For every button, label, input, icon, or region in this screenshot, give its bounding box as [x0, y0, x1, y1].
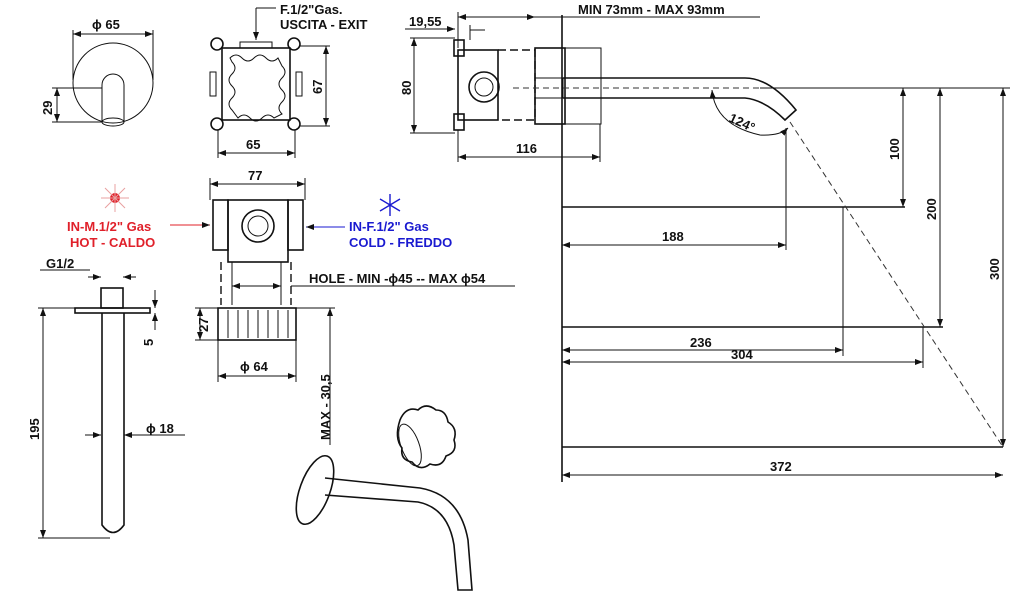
dim-77-label: 77	[248, 168, 262, 183]
hot-inlet-line2: HOT - CALDO	[70, 235, 155, 250]
dim-5-label: 5	[141, 339, 156, 346]
dim-phi64-label: ϕ 64	[240, 359, 269, 374]
hot-sun-icon	[101, 184, 129, 212]
angle-label: 124°	[727, 110, 758, 135]
rosette-front-view: ϕ 65 29	[40, 17, 154, 127]
dim-phi65-label: ϕ 65	[92, 17, 120, 32]
isometric-spout-illustration	[295, 405, 473, 591]
dim-200-label: 200	[924, 198, 939, 220]
dim-80-label: 80	[399, 81, 414, 95]
dim-65-label: 65	[246, 137, 260, 152]
outlet-label-line2: USCITA - EXIT	[280, 17, 367, 32]
box-front-view: 77 IN-M.1/2" Gas HOT - CALDO IN-F.1/2" G…	[67, 168, 515, 445]
dim-304-label: 304	[731, 347, 753, 362]
min-max-label: MIN 73mm - MAX 93mm	[578, 2, 725, 17]
hot-inlet-line1: IN-M.1/2" Gas	[67, 219, 151, 234]
dim-236-label: 236	[690, 335, 712, 350]
dim-300-label: 300	[987, 258, 1002, 280]
dim-372-label: 372	[770, 459, 792, 474]
box-top-view: F.1/2"Gas. USCITA - EXIT 67 65	[209, 2, 367, 158]
cold-inlet-line2: COLD - FREDDO	[349, 235, 452, 250]
dim-195-label: 195	[27, 418, 42, 440]
dim-19-55-label: 19,55	[409, 14, 442, 29]
dim-phi18-label: ϕ 18	[146, 421, 174, 436]
max-30-5-label: MAX - 30,5	[318, 374, 333, 440]
dim-116-label: 116	[516, 141, 537, 156]
cold-snowflake-icon	[379, 194, 401, 216]
dim-100-label: 100	[887, 138, 902, 160]
spout-projection-diagram: 124° 100 200 300 188 236 304 372	[561, 15, 1010, 482]
dim-67-label: 67	[310, 80, 325, 94]
dim-29-label: 29	[40, 101, 55, 115]
spout-pipe-view: G1/2 5 195 ϕ 18	[27, 256, 185, 539]
box-side-view: MIN 73mm - MAX 93mm 19,55 80 116	[399, 2, 798, 162]
dim-188-label: 188	[662, 229, 684, 244]
cold-inlet-line1: IN-F.1/2" Gas	[349, 219, 429, 234]
outlet-label-line1: F.1/2"Gas.	[280, 2, 343, 17]
hole-label: HOLE - MIN -ϕ45 -- MAX ϕ54	[309, 271, 486, 286]
dim-27-label: 27	[196, 318, 211, 332]
g12-label: G1/2	[46, 256, 74, 271]
